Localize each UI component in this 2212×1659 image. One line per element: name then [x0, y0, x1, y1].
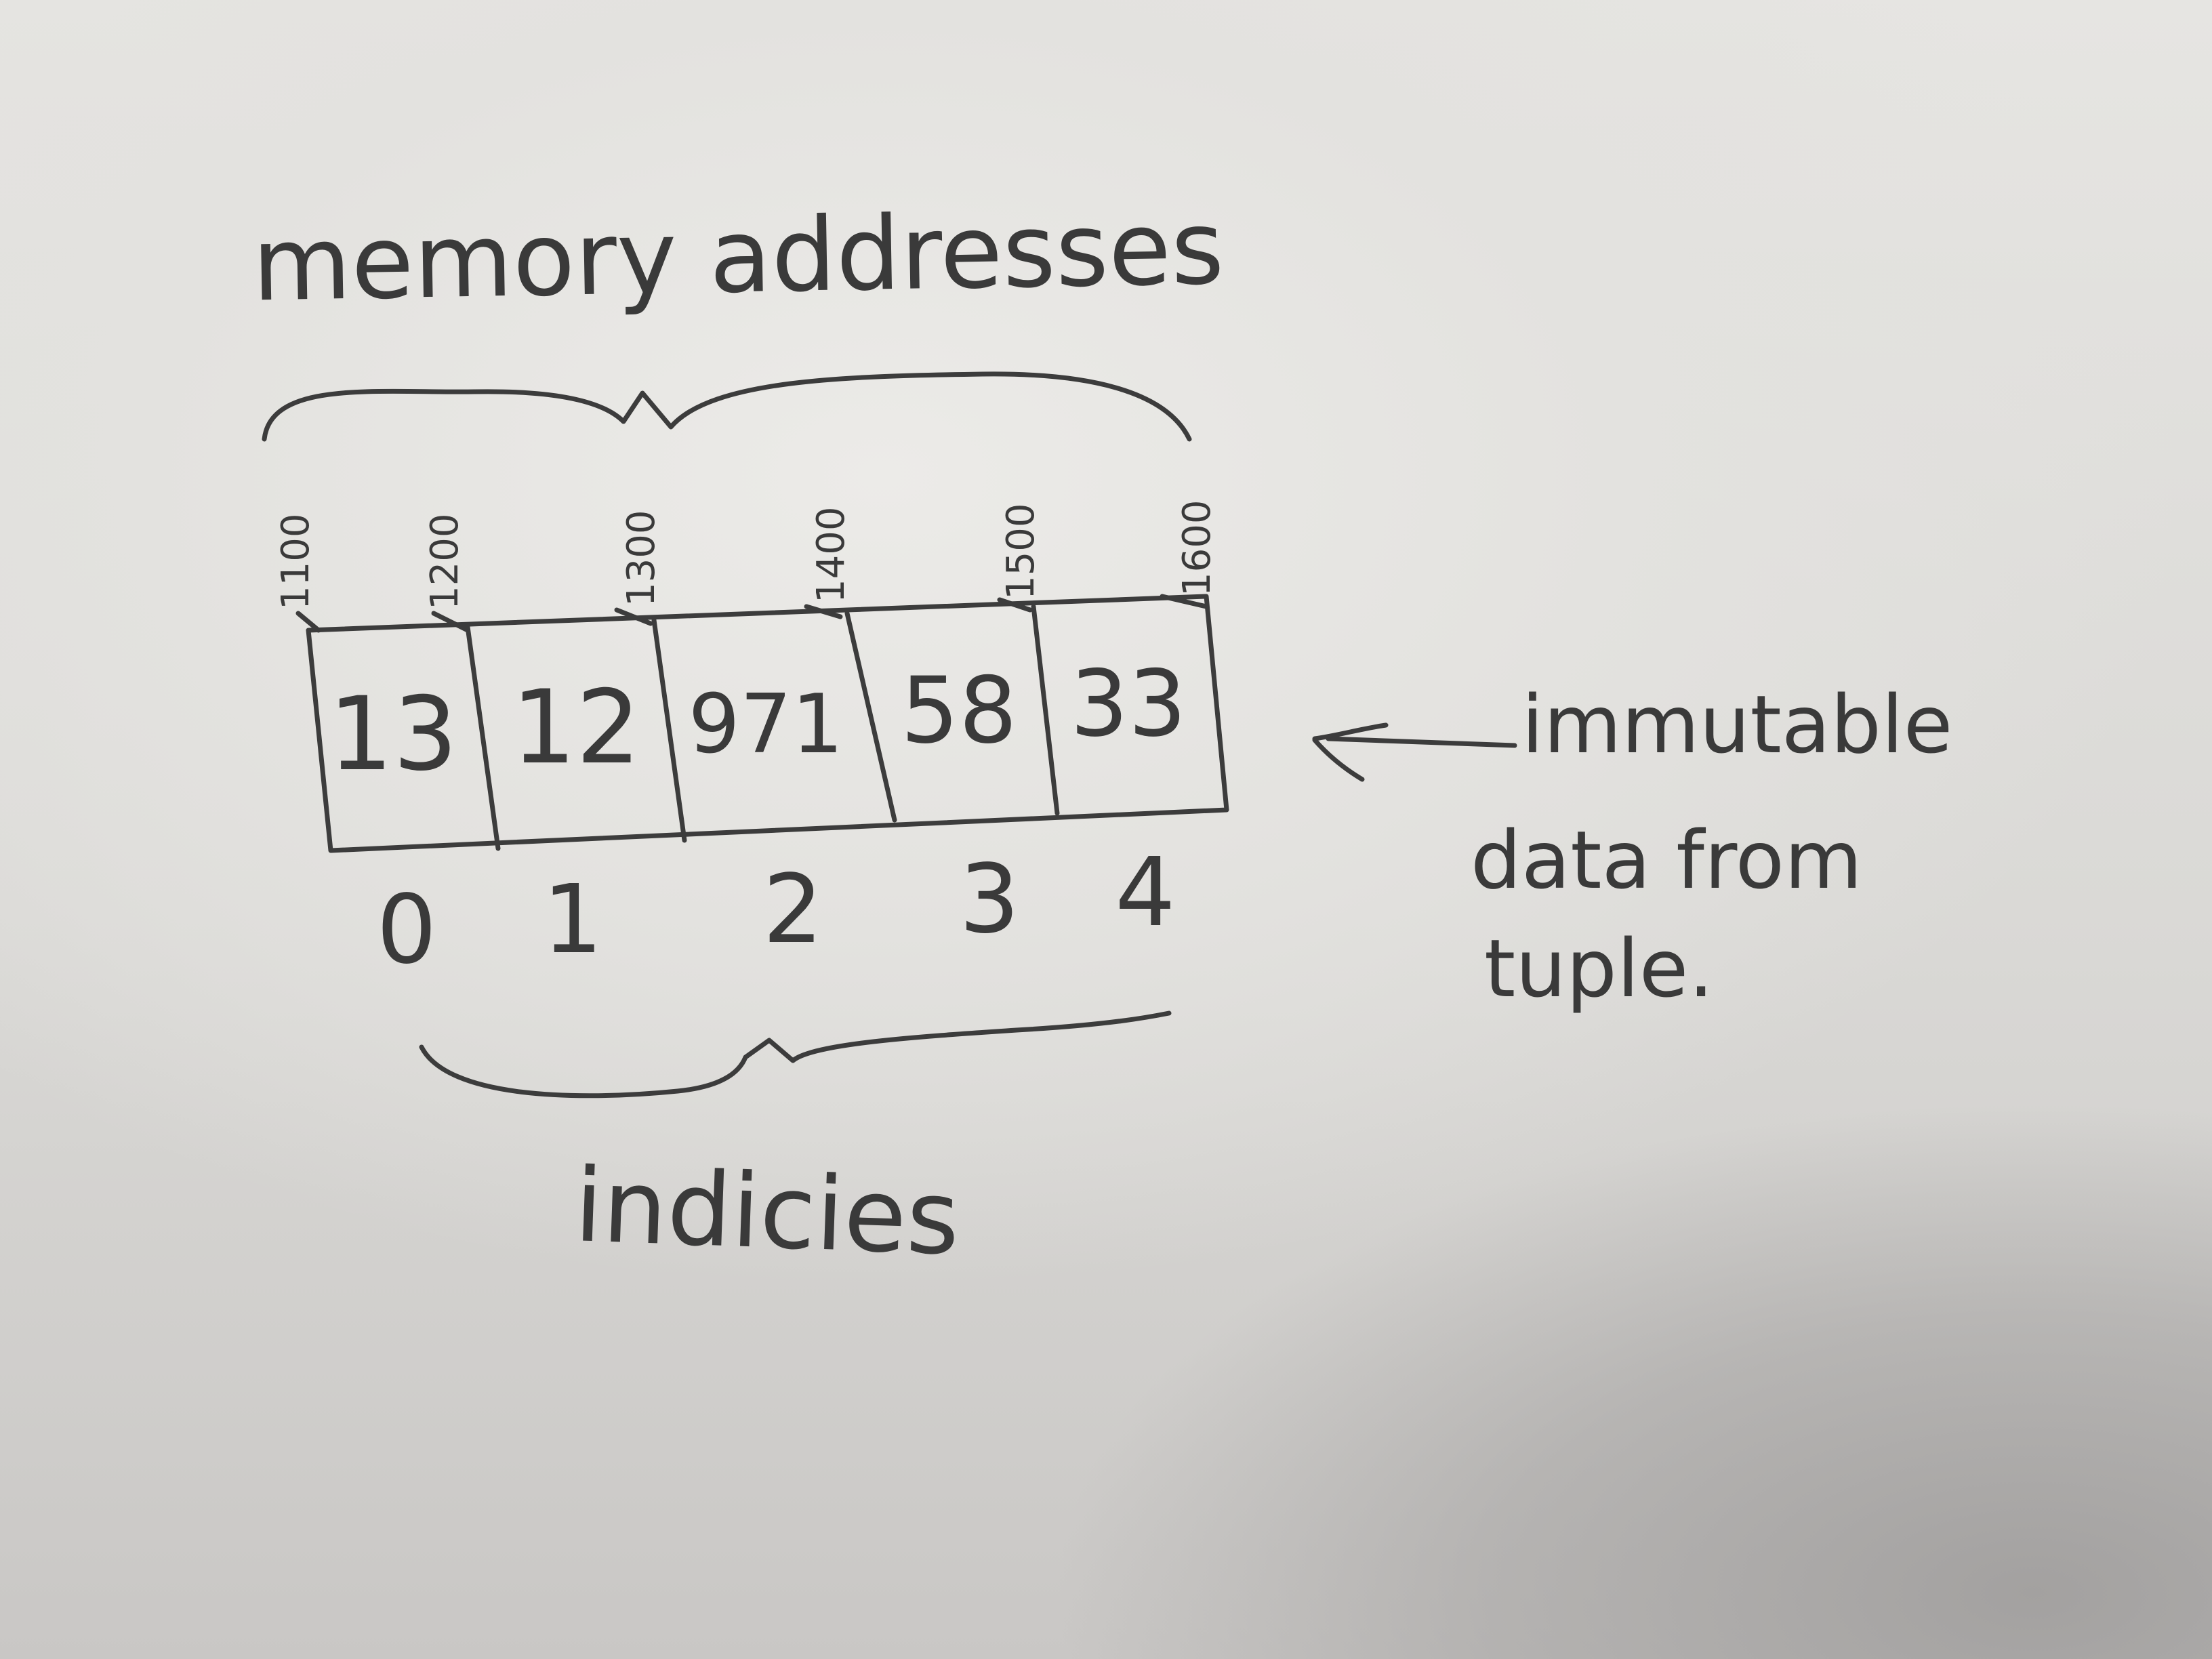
address-label: 1200 — [423, 513, 467, 610]
tuple-index: 1 — [542, 865, 602, 975]
indices-label: indicies — [573, 1147, 962, 1278]
address-label: 1400 — [809, 506, 853, 603]
tuple-index: 0 — [376, 875, 436, 985]
tuple-cells: 13 12 971 58 33 — [329, 651, 1187, 794]
tuple-cell-value: 33 — [1070, 651, 1187, 757]
address-label: 1100 — [274, 513, 318, 610]
top-curly-brace — [262, 371, 1192, 442]
tuple-indices: 0 1 2 3 4 — [376, 838, 1175, 985]
memory-address-labels: 1100 1200 1300 1400 1500 1600 — [274, 499, 1219, 610]
note-line: data from — [1471, 813, 1862, 907]
tuple-box-outline — [306, 594, 1229, 853]
tuple-cell-value: 58 — [901, 657, 1017, 764]
arrow-icon — [1312, 722, 1517, 782]
tuple-cell-value: 13 — [329, 676, 458, 794]
immutable-note: immutable data from tuple. — [1471, 678, 1952, 1015]
note-line: tuple. — [1484, 922, 1714, 1015]
address-label: 1500 — [999, 503, 1043, 600]
tuple-cell-value: 12 — [512, 669, 641, 787]
address-label: 1300 — [619, 510, 663, 607]
bottom-curly-brace — [419, 1010, 1172, 1099]
tuple-index: 4 — [1115, 838, 1175, 948]
tuple-index: 2 — [762, 855, 823, 965]
note-line: immutable — [1521, 678, 1952, 771]
memory-addresses-label: memory addresses — [251, 190, 1225, 325]
tuple-cell-value: 971 — [688, 678, 843, 772]
cell-dividers — [465, 604, 1060, 851]
tuple-index: 3 — [959, 844, 1019, 955]
address-label: 1600 — [1175, 499, 1219, 596]
